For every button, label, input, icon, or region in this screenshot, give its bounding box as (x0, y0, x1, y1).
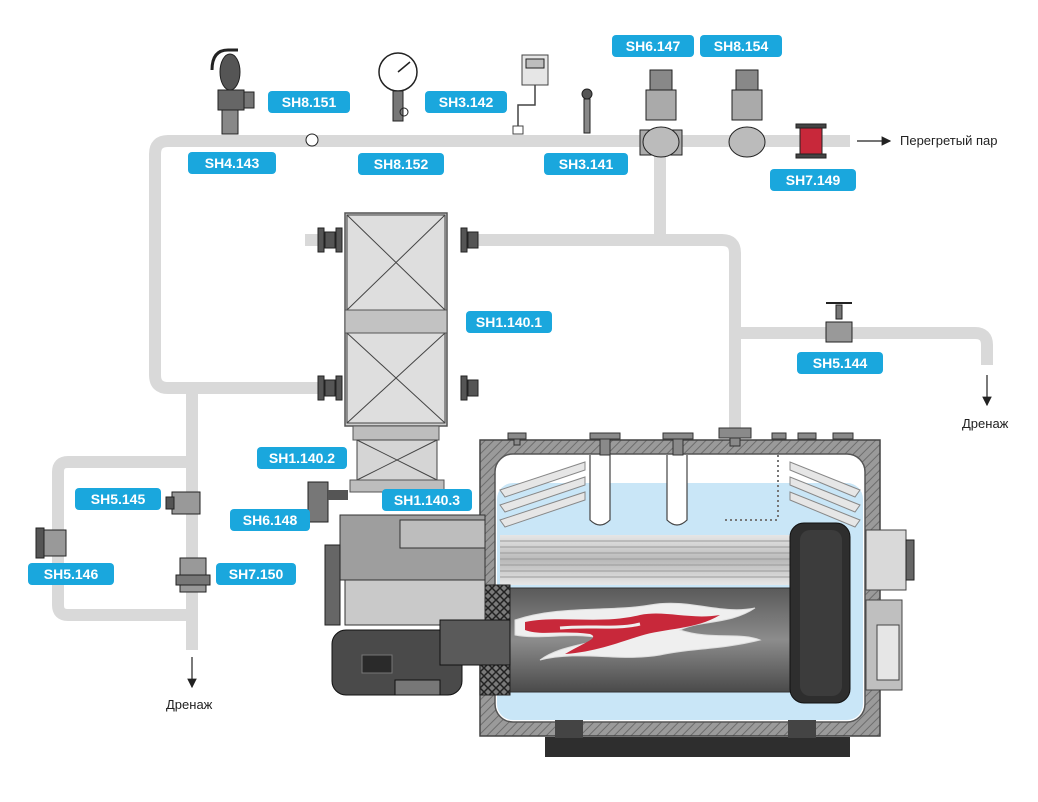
tag-sh7-150: SH7.150 (216, 563, 296, 585)
tag-sh1-140-2: SH1.140.2 (257, 447, 347, 469)
tag-sh1-140-1: SH1.140.1 (466, 311, 552, 333)
boiler-shell (479, 427, 915, 757)
tag-sh8-152: SH8.152 (358, 153, 444, 175)
tag-sh8-154: SH8.154 (700, 35, 782, 57)
valves (35, 48, 853, 593)
tag-sh7-149: SH7.149 (770, 169, 856, 191)
burner-assembly (307, 481, 511, 696)
tag-sh8-151: SH8.151 (268, 91, 350, 113)
tag-sh3-141: SH3.141 (544, 153, 628, 175)
superheated-steam-label: Перегретый пар (900, 133, 998, 148)
tag-sh5-146: SH5.146 (28, 563, 114, 585)
tag-sh5-144: SH5.144 (797, 352, 883, 374)
tag-sh1-140-3: SH1.140.3 (382, 489, 472, 511)
drain-right-label: Дренаж (962, 416, 1009, 431)
tag-sh4-143: SH4.143 (188, 152, 276, 174)
tag-sh6-147: SH6.147 (612, 35, 694, 57)
superheater (317, 212, 479, 493)
pipe-network (52, 135, 993, 650)
tag-sh5-145: SH5.145 (75, 488, 161, 510)
tag-sh3-142: SH3.142 (425, 91, 507, 113)
tag-sh6-148: SH6.148 (230, 509, 310, 531)
drain-left-label: Дренаж (166, 697, 213, 712)
